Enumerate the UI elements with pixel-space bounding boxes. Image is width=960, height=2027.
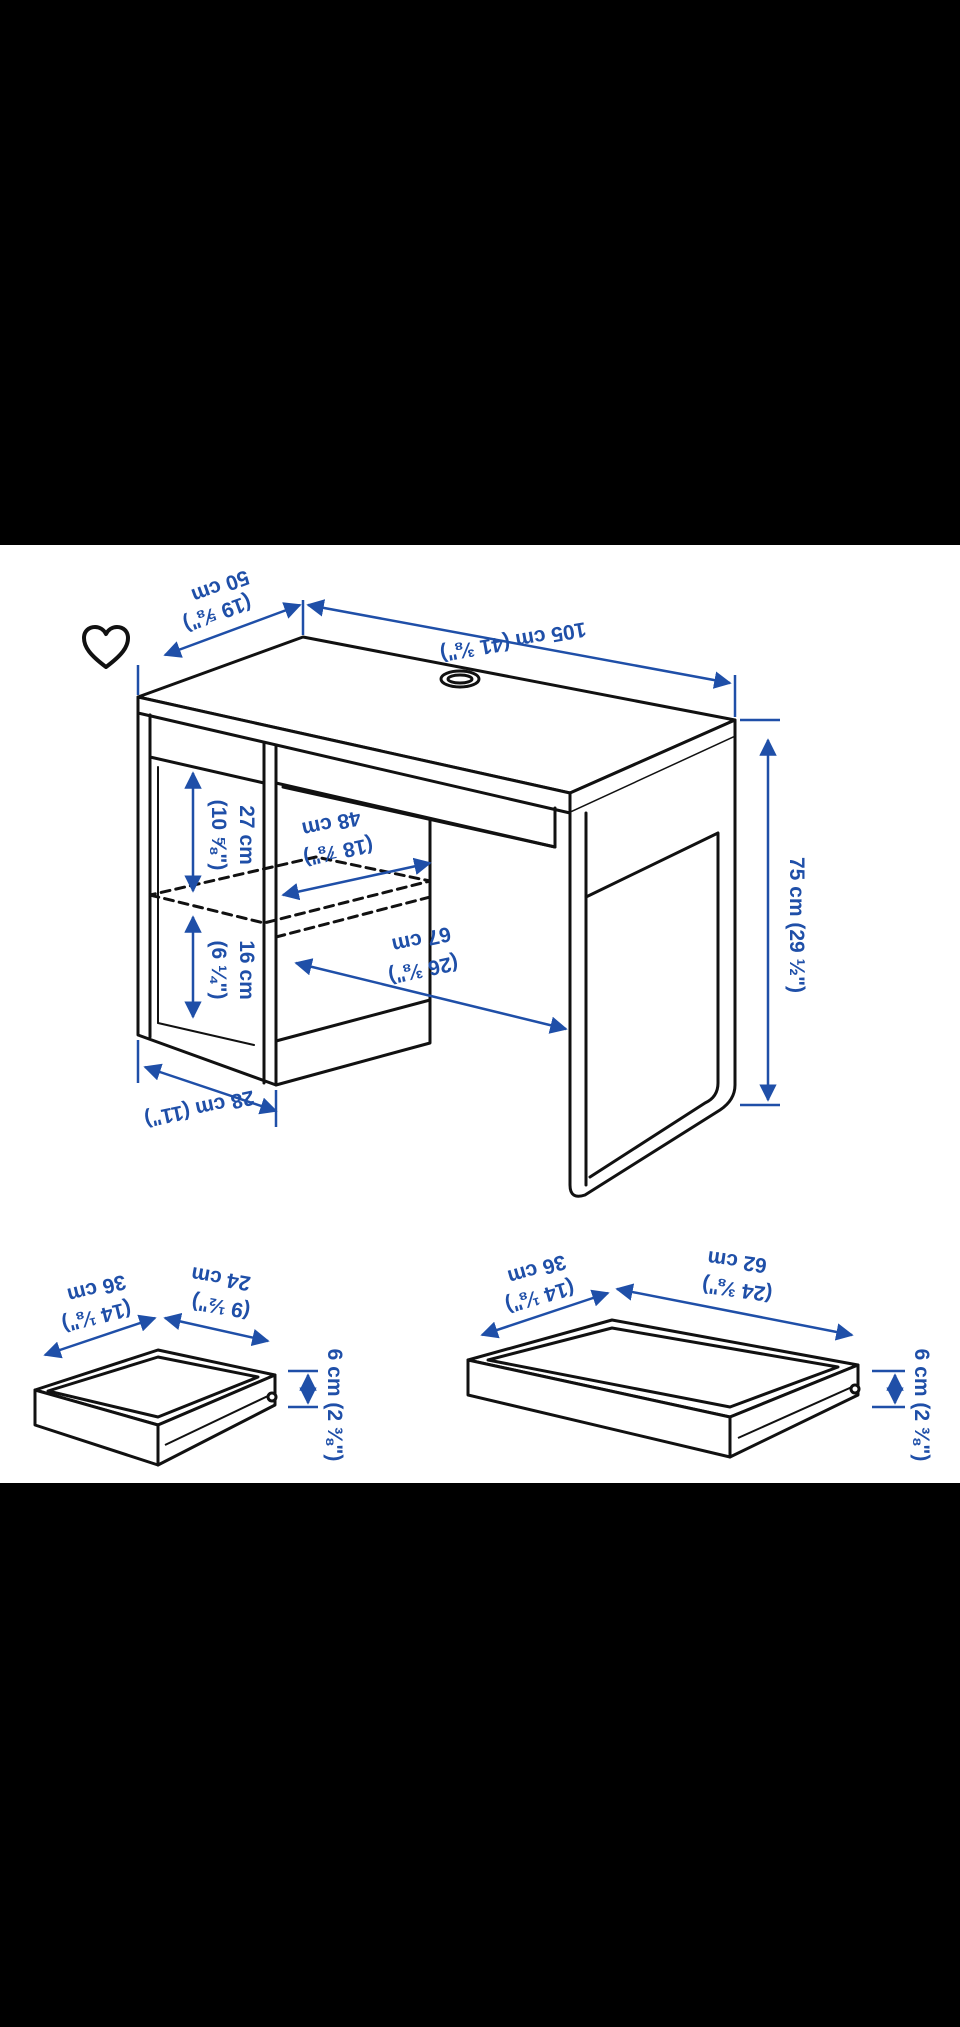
product-dimension-image: 50 cm (19 ⅝") 105 cm (41 ⅜") 75 cm (29 ½…: [0, 545, 960, 1483]
right-leg-panel: [568, 735, 737, 1198]
desk-dimension-diagram: 50 cm (19 ⅝") 105 cm (41 ⅜") 75 cm (29 ½…: [33, 565, 933, 1467]
large-drawer-height-label: 6 cm (2 ⅜"): [910, 1349, 933, 1462]
left-cabinet: [136, 711, 278, 1087]
favorite-button[interactable]: [80, 623, 132, 671]
cabinet-drawer-front: [148, 713, 266, 785]
shelf-upper-height-label: 27 cm: [235, 805, 258, 865]
small-drawer-dimension-lines: [43, 1312, 318, 1409]
shelf-depth-label: 48 cm: [300, 806, 363, 841]
large-drawer-dimension-lines: [480, 1283, 905, 1409]
large-drawer-width-inch-label: (24 ⅜"): [701, 1273, 774, 1306]
small-drawer-height-label: 6 cm (2 ⅜"): [323, 1349, 346, 1462]
large-drawer-width-label: 62 cm: [706, 1246, 768, 1277]
shelf-lower-height-label: 16 cm: [235, 940, 258, 1000]
shelf-lower-height-inch-label: (6 ¼"): [207, 941, 230, 1000]
small-drawer-width-label: 24 cm: [190, 1262, 253, 1295]
desk-dimension-lines: [136, 599, 780, 1127]
desk-width-label: 105 cm (41 ⅜"): [438, 617, 587, 665]
small-drawer-drawing: [33, 1348, 278, 1467]
large-drawer-drawing: [466, 1318, 861, 1459]
knee-width-label: 67 cm: [390, 922, 453, 957]
shelf-upper-height-inch-label: (10 ⅝"): [207, 800, 230, 871]
cabinet-width-label: 28 cm (11"): [142, 1086, 256, 1132]
heart-outline-icon: [82, 625, 130, 669]
desk-height-label: 75 cm (29 ½"): [785, 857, 808, 993]
